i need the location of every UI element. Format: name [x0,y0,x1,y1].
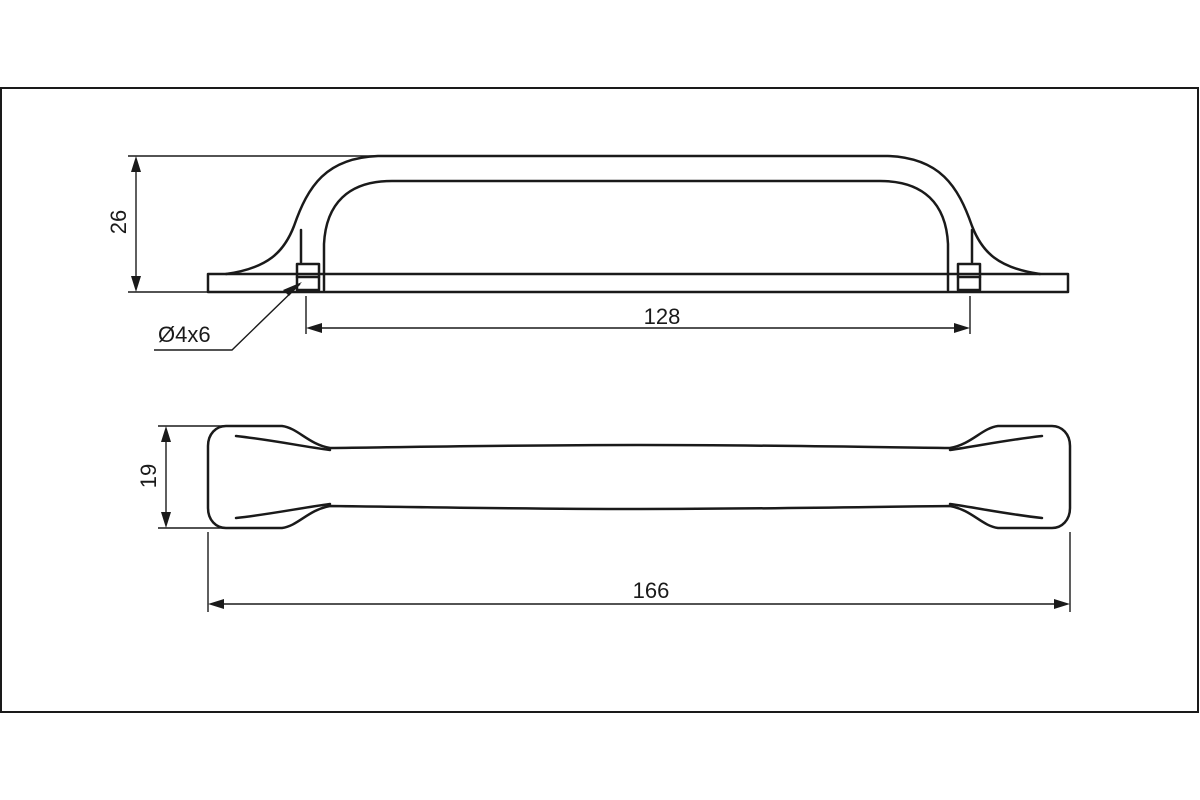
hole-spacing-dimension: 128 [305,296,971,334]
side-view-outer-profile [224,154,1042,276]
side-view-base-plate [206,272,1070,294]
length-dimension-label: 166 [633,578,670,603]
top-view [206,424,1072,530]
width-dimension-label: 19 [136,464,161,488]
hole-label: Ø4x6 [158,322,211,347]
hole-leader: Ø4x6 [154,282,302,351]
length-dimension: 166 [207,532,1071,612]
hole-spacing-label: 128 [644,304,681,329]
side-view [206,154,1070,294]
drawing-frame [0,87,1199,713]
top-view-right-pad-bottom [948,502,1044,520]
height-dimension: 26 [106,155,378,293]
width-dimension: 19 [136,425,226,529]
height-dimension-label: 26 [106,210,131,234]
side-view-inner-profile [322,179,950,292]
top-view-outline [206,424,1072,530]
top-view-right-pad-top [948,434,1044,452]
top-view-left-pad-top [234,434,332,452]
top-view-left-pad-bottom [234,502,332,520]
